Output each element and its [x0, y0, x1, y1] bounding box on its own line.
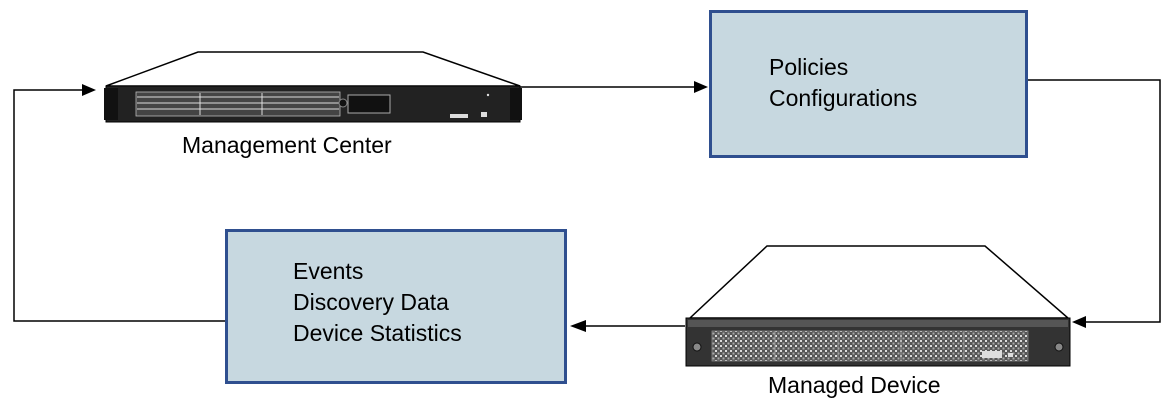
management-center-label: Management Center: [182, 132, 392, 158]
box-line-configurations: Configurations: [769, 85, 918, 111]
arrow-device-to-events: [570, 320, 685, 332]
rack-appliance-icon: [685, 245, 1071, 367]
managed-device-label: Managed Device: [768, 372, 941, 398]
box-line-discovery-data: Discovery Data: [293, 289, 449, 315]
policies-configurations-text: Policies Configurations: [769, 52, 917, 114]
box-line-device-statistics: Device Statistics: [293, 320, 462, 346]
policies-configurations-box: Policies Configurations: [709, 10, 1028, 158]
box-line-events: Events: [293, 258, 364, 284]
rack-server-1u-icon: [104, 51, 522, 123]
arrow-events-to-center: [13, 84, 225, 322]
arrow-center-to-policies: [520, 81, 708, 93]
events-data-text: Events Discovery Data Device Statistics: [293, 256, 462, 349]
events-data-box: Events Discovery Data Device Statistics: [225, 229, 567, 384]
arrow-policies-to-device: [1027, 79, 1161, 328]
box-line-policies: Policies: [769, 54, 849, 80]
